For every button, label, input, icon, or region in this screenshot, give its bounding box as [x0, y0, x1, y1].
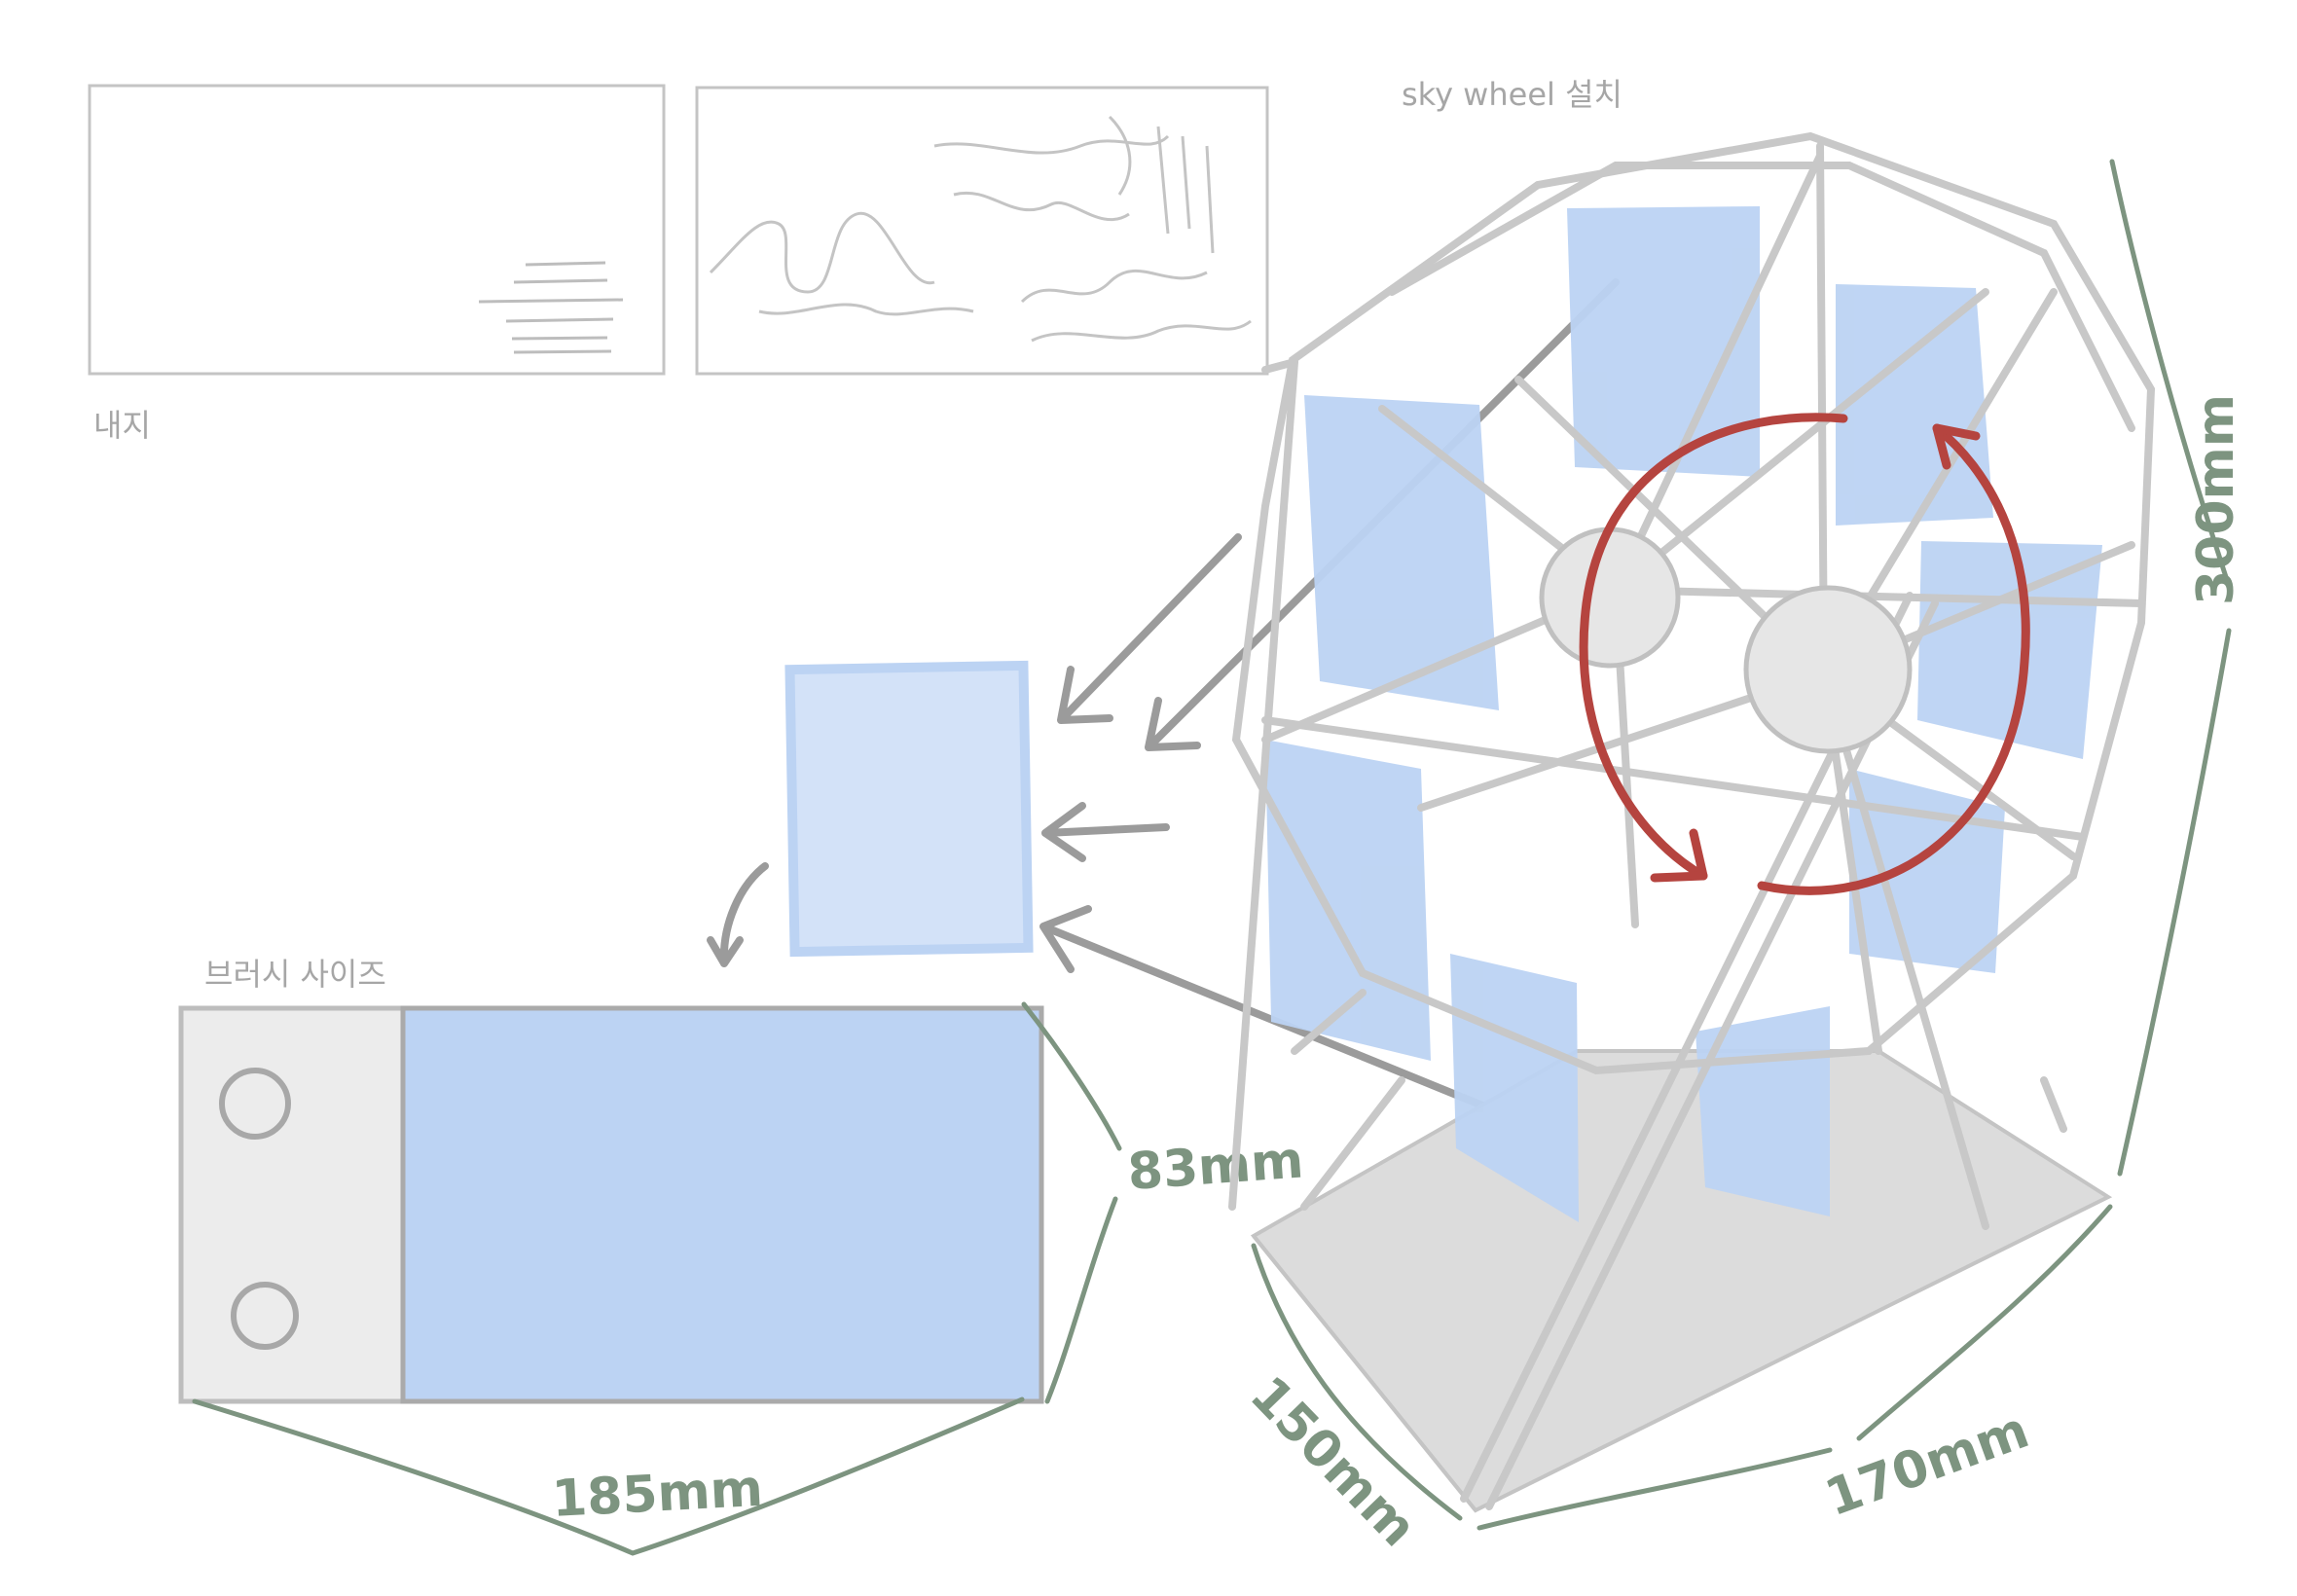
ferris-wheel: [1228, 131, 2156, 1513]
dim-300mm: 300mm: [2187, 394, 2245, 605]
sky-wheel-label: sky wheel 설치: [1402, 76, 1622, 113]
wheel-dimension-lines: [1251, 159, 2232, 1531]
dim-185mm: 185mm: [551, 1460, 765, 1529]
brush-hole-bottom: [231, 1282, 299, 1350]
hub-back: [1539, 526, 1681, 669]
rotation-arrows-icon: [1579, 413, 2030, 895]
hub-front: [1743, 585, 1913, 754]
arrow-3-icon: [1041, 802, 1170, 862]
dim-83mm: 83mm: [1126, 1132, 1305, 1202]
dim-170mm: 170mm: [1818, 1401, 2036, 1529]
arrow-4-icon: [1039, 905, 1491, 1111]
brush-shape: [178, 1005, 1044, 1404]
brush-size-label: 브러시 사이즈: [204, 956, 386, 993]
inner-page-label: 내지: [93, 407, 151, 444]
light-blue-panel: [784, 660, 1034, 958]
arrow-1-icon: [1057, 533, 1242, 724]
brush-dimension-lines: [192, 1001, 1122, 1556]
arrow-5-icon: [707, 862, 769, 967]
arrow-group: [707, 278, 1620, 1111]
brush-hole-top: [219, 1068, 291, 1140]
scribble-card: [695, 86, 1269, 376]
inner-page-card: [88, 84, 666, 376]
